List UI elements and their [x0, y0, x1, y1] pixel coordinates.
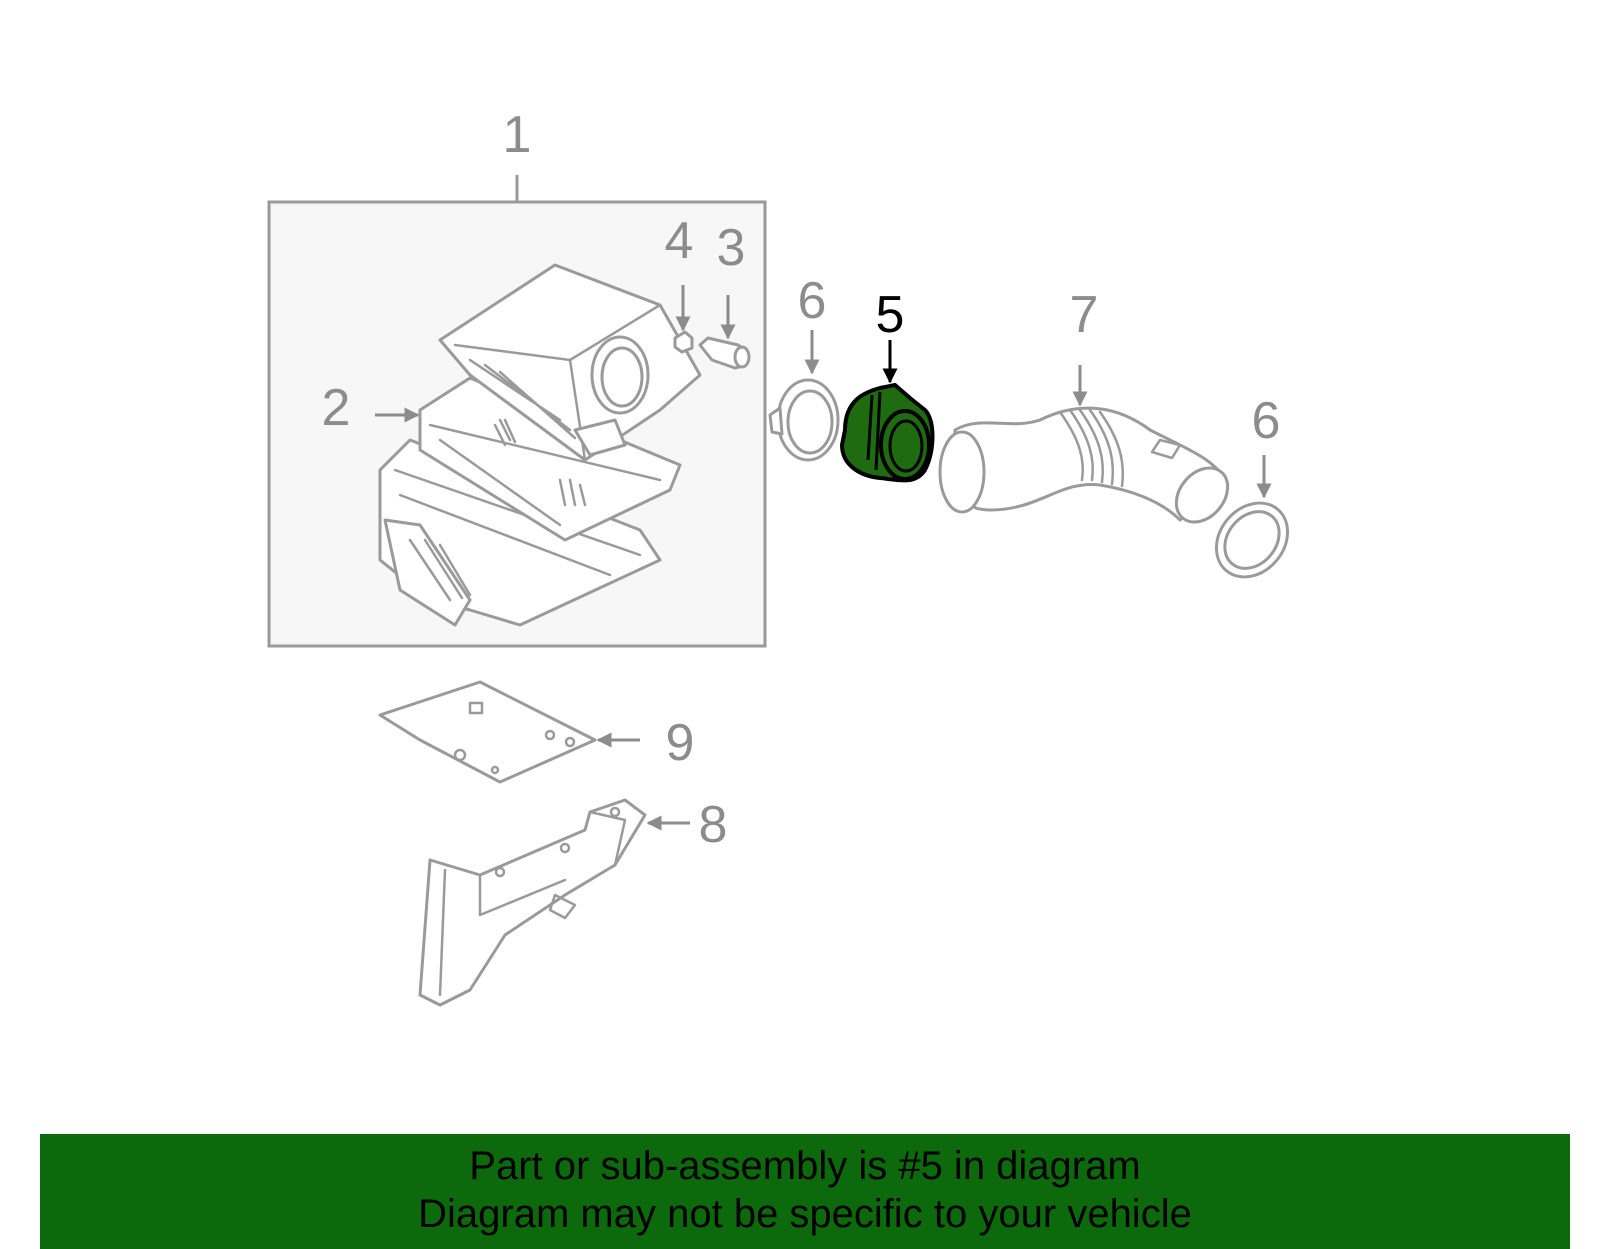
part-6-clamp-left — [768, 378, 840, 462]
callout-arrows — [375, 285, 1272, 831]
part-6-clamp-right — [1214, 501, 1290, 579]
callout-2[interactable]: 2 — [322, 379, 351, 437]
air-cleaner-housing — [378, 263, 702, 627]
footer-line-1: Part or sub-assembly is #5 in diagram — [469, 1144, 1141, 1188]
part-4-grommet — [673, 330, 694, 354]
footer-banner: Part or sub-assembly is #5 in diagram Di… — [40, 1134, 1570, 1249]
callout-1[interactable]: 1 — [503, 106, 532, 164]
part-5-mass-air-flow-sensor[interactable] — [840, 383, 935, 483]
part-3-sensor — [698, 336, 751, 370]
part-9-tray — [378, 680, 597, 784]
callout-8[interactable]: 8 — [699, 796, 728, 854]
callout-4[interactable]: 4 — [665, 212, 694, 270]
callout-6-right[interactable]: 6 — [1252, 392, 1281, 450]
callout-5[interactable]: 5 — [876, 286, 905, 344]
callout-6-left[interactable]: 6 — [798, 272, 827, 330]
footer-line-2: Diagram may not be specific to your vehi… — [418, 1192, 1192, 1236]
callout-7[interactable]: 7 — [1070, 286, 1099, 344]
part-8-bracket — [418, 798, 647, 1007]
part-7-air-duct — [938, 406, 1230, 524]
callout-labels: 1 2 3 4 5 6 6 7 8 9 — [322, 106, 1281, 854]
callout-9[interactable]: 9 — [666, 714, 695, 772]
callout-3[interactable]: 3 — [717, 219, 746, 277]
